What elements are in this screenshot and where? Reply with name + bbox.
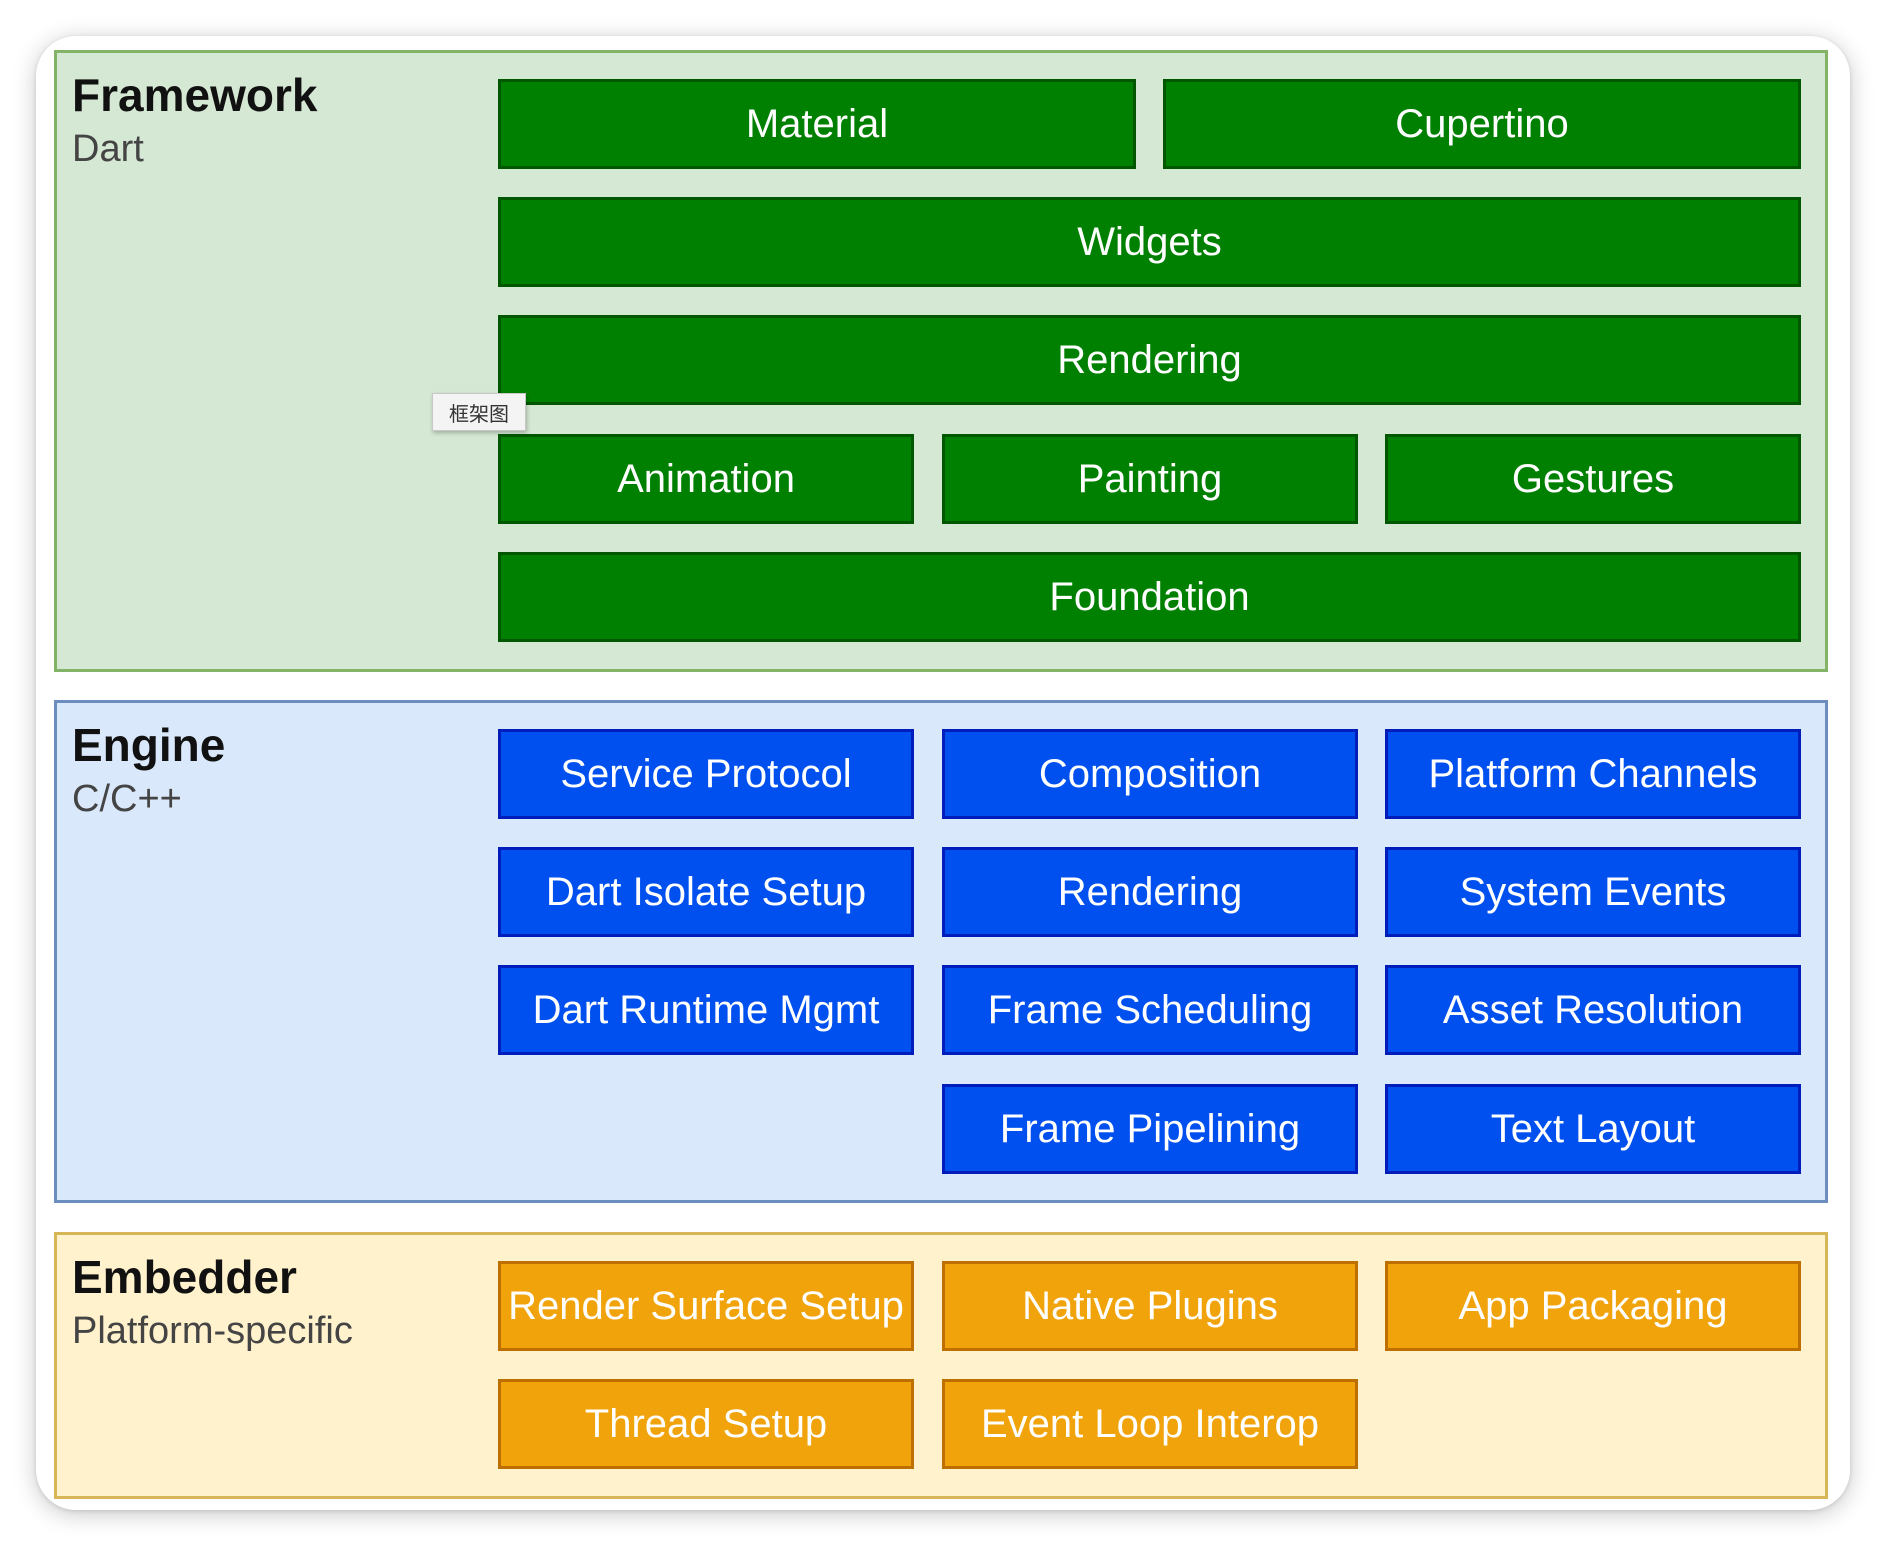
platform-channels-box: Platform Channels <box>1385 729 1801 819</box>
render-surface-setup-box: Render Surface Setup <box>498 1261 914 1351</box>
foundation-box: Foundation <box>498 552 1801 642</box>
dart-isolate-setup-box: Dart Isolate Setup <box>498 847 914 937</box>
frame-pipelining-box: Frame Pipelining <box>942 1084 1358 1174</box>
event-loop-interop-box: Event Loop Interop <box>942 1379 1358 1469</box>
gestures-box: Gestures <box>1385 434 1801 524</box>
engine-subtitle: C/C++ <box>72 778 182 820</box>
dart-runtime-mgmt-box: Dart Runtime Mgmt <box>498 965 914 1055</box>
text-layout-box: Text Layout <box>1385 1084 1801 1174</box>
widgets-box: Widgets <box>498 197 1801 287</box>
service-protocol-box: Service Protocol <box>498 729 914 819</box>
asset-resolution-box: Asset Resolution <box>1385 965 1801 1055</box>
material-box: Material <box>498 79 1136 169</box>
thread-setup-box: Thread Setup <box>498 1379 914 1469</box>
engine-rendering-box: Rendering <box>942 847 1358 937</box>
painting-box: Painting <box>942 434 1358 524</box>
framework-subtitle: Dart <box>72 128 144 170</box>
engine-title: Engine <box>72 719 226 771</box>
composition-box: Composition <box>942 729 1358 819</box>
embedder-title: Embedder <box>72 1251 297 1303</box>
framework-rendering-box: Rendering <box>498 315 1801 405</box>
native-plugins-box: Native Plugins <box>942 1261 1358 1351</box>
frame-scheduling-box: Frame Scheduling <box>942 965 1358 1055</box>
animation-box: Animation <box>498 434 914 524</box>
cupertino-box: Cupertino <box>1163 79 1801 169</box>
diagram-tooltip: 框架图 <box>432 393 526 431</box>
app-packaging-box: App Packaging <box>1385 1261 1801 1351</box>
framework-title: Framework <box>72 69 318 121</box>
system-events-box: System Events <box>1385 847 1801 937</box>
embedder-subtitle: Platform-specific <box>72 1310 353 1352</box>
